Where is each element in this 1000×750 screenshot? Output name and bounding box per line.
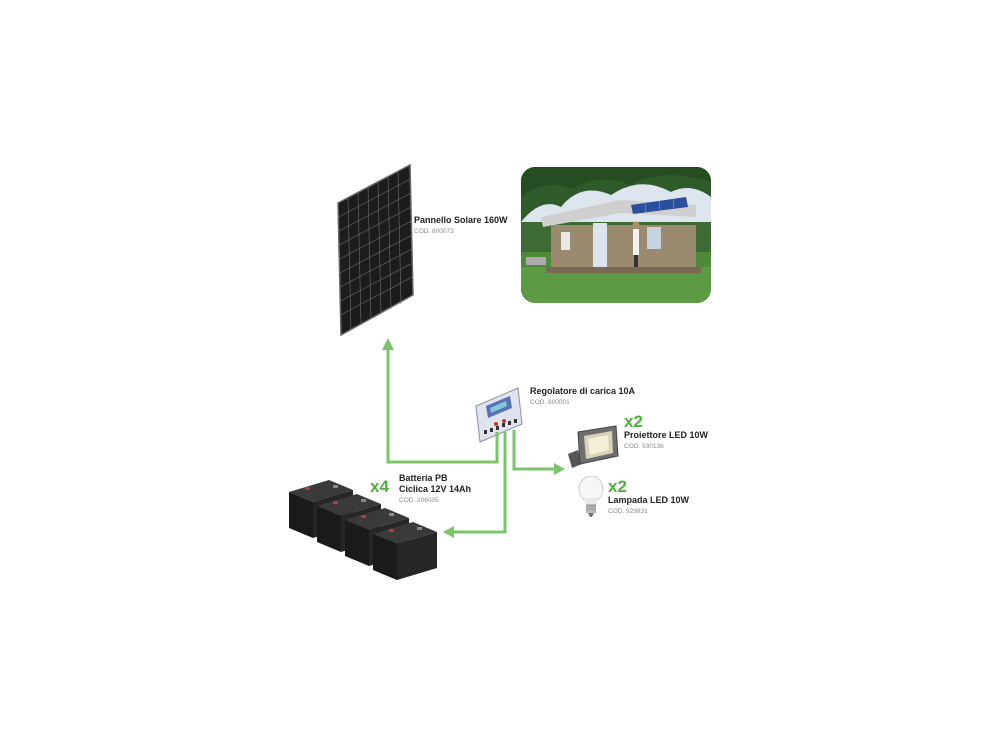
floodlight-label: x2 Proiettore LED 10W COD. 930136 xyxy=(624,413,708,450)
solar-panel-code: COD. 800073 xyxy=(414,228,454,235)
charge-controller-icon xyxy=(475,387,523,443)
charge-controller-code: COD. 800001 xyxy=(530,399,570,406)
battery-icon xyxy=(289,480,437,580)
battery-4 xyxy=(373,522,437,580)
led-floodlight-icon xyxy=(568,425,619,468)
bulb-image xyxy=(578,476,604,518)
led-bulb-icon xyxy=(578,476,604,517)
bulb-label: x2 Lampada LED 10W COD. 929931 xyxy=(608,478,689,515)
solar-panel-image xyxy=(335,163,415,338)
solar-panel-icon xyxy=(337,163,414,337)
cabin-photo xyxy=(521,167,711,303)
arrowhead-loads xyxy=(554,463,565,475)
solar-panel-title: Pannello Solare 160W xyxy=(414,215,508,225)
bulb-qty: x2 xyxy=(608,477,627,496)
floodlight-qty: x2 xyxy=(624,412,643,431)
floodlight-image xyxy=(566,424,622,468)
floodlight-title: Proiettore LED 10W xyxy=(624,430,709,440)
charge-controller-image xyxy=(474,386,524,444)
arrowhead-panel xyxy=(382,338,394,350)
charge-controller-label: Regolatore di carica 10A COD. 800001 xyxy=(530,386,635,406)
battery-title: Batteria PB Ciclica 12V 14Ah xyxy=(399,473,472,494)
battery-image xyxy=(285,478,445,588)
bulb-title: Lampada LED 10W xyxy=(608,495,690,505)
solar-panel-label: Pannello Solare 160W COD. 800073 xyxy=(414,215,508,235)
floodlight-code: COD. 930136 xyxy=(624,443,664,450)
charge-controller-title: Regolatore di carica 10A xyxy=(530,386,636,396)
bulb-code: COD. 929931 xyxy=(608,508,648,515)
battery-qty: x4 xyxy=(370,477,389,496)
battery-label: Batteria PB Ciclica 12V 14Ah COD. 206005 xyxy=(399,473,471,504)
battery-code: COD. 206005 xyxy=(399,497,439,504)
